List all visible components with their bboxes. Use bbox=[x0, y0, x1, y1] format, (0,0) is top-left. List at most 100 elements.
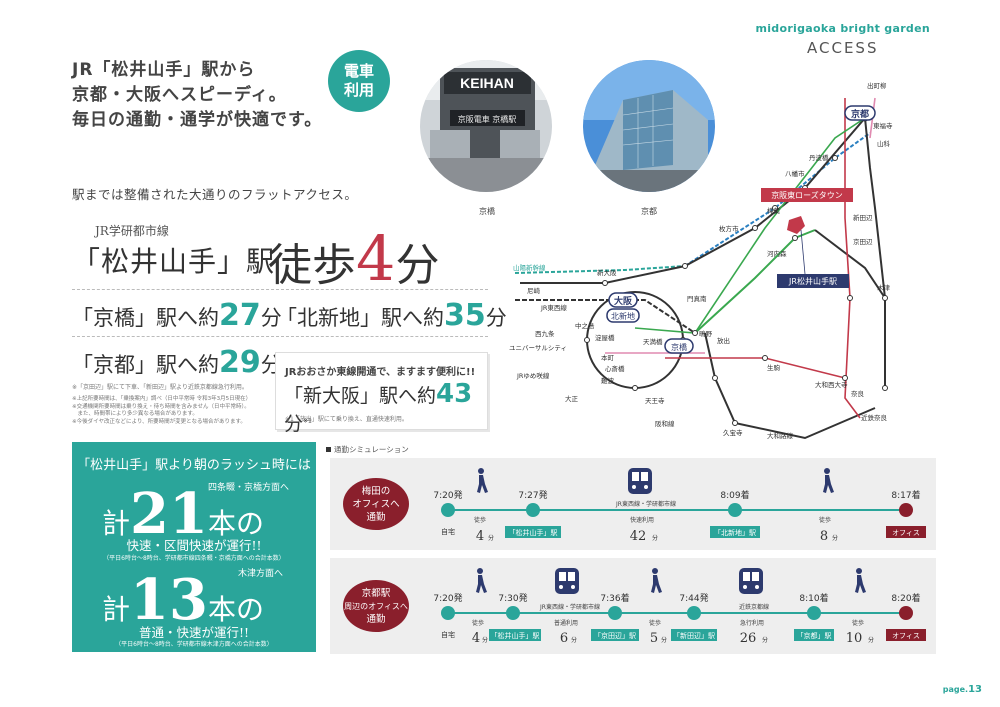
map-line-gakken bbox=[694, 229, 816, 334]
seg-prefix: 徒歩 bbox=[819, 516, 831, 524]
time-kitashinchi-unit: 分 bbox=[485, 306, 507, 330]
map-station: 久宝寺 bbox=[723, 428, 743, 437]
station-main: 「松井山手」駅 bbox=[72, 245, 276, 278]
route-kyoto: 京都駅 周辺のオフィスへ 通勤 JR東西線・学研都市線 近鉄京都線 7:20発 … bbox=[330, 558, 936, 654]
stop-label: 自宅 bbox=[441, 630, 455, 639]
time-label: 7:30発 bbox=[498, 592, 527, 604]
timeline-node bbox=[608, 606, 622, 620]
site-station-pointer bbox=[800, 229, 806, 275]
kyobashi-sign: 京阪電車 京橋駅 bbox=[458, 114, 517, 124]
divider-2 bbox=[72, 336, 488, 337]
simulation-title: 通勤シミュレーション bbox=[326, 444, 409, 455]
map-line-keihan bbox=[634, 117, 866, 334]
stop-label-bg bbox=[886, 526, 926, 538]
route-umeda-train-line: JR東西線・学研都市線 bbox=[615, 500, 676, 508]
map-station: 山陽新幹線 bbox=[513, 263, 546, 272]
line-name: JR学研都市線 bbox=[95, 224, 169, 238]
route-kyoto-train-line-1: JR東西線・学研都市線 bbox=[539, 603, 600, 611]
map-station: 淀屋橋 bbox=[595, 333, 615, 342]
site-station-label-bg bbox=[777, 274, 849, 288]
brand-name: midorigaoka bright garden bbox=[755, 22, 930, 35]
map-line-tokaido bbox=[520, 117, 866, 284]
time-label: 7:36着 bbox=[600, 592, 629, 604]
panel-a-direction: 四条畷・京橋方面へ bbox=[208, 483, 290, 493]
time-label: 8:09着 bbox=[720, 489, 749, 501]
seg-minutes: 4 bbox=[472, 631, 480, 646]
stop-label-bg bbox=[710, 526, 760, 538]
time-label: 7:27発 bbox=[518, 489, 547, 501]
seg-unit: 分 bbox=[661, 636, 667, 644]
seg-unit: 分 bbox=[832, 534, 838, 542]
brand-block: midorigaoka bright garden ACCESS bbox=[755, 22, 930, 57]
route-umeda-label-bg bbox=[343, 478, 409, 530]
stop-label-bg bbox=[489, 629, 541, 641]
seg-prefix: 急行利用 bbox=[740, 619, 764, 627]
kyoto-caption: 京都 bbox=[641, 207, 657, 216]
map-station: 京田辺 bbox=[853, 237, 873, 246]
map-station: 河内森 bbox=[767, 249, 787, 258]
map-kyoto-badge bbox=[844, 105, 876, 121]
map-kitashinchi-badge bbox=[606, 308, 640, 323]
map-station: 生駒 bbox=[767, 363, 781, 372]
shin-osaka-box: JRおおさか東線開通で、ますます便利に!! 「新大阪」駅へ約43分※1 ※1「放… bbox=[275, 352, 488, 435]
notes: ※上記所要時間は、「乗換案内」調べ（日中平常時 令和3年3月5日現在） ※交通機… bbox=[72, 396, 251, 426]
stop-label: オフィス bbox=[892, 529, 920, 537]
seg-minutes: 4 bbox=[476, 529, 484, 544]
stop-label: 「京都」駅 bbox=[797, 631, 832, 640]
route-kyoto-diagram: 京都駅 周辺のオフィスへ 通勤 JR東西線・学研都市線 近鉄京都線 7:20発 … bbox=[343, 568, 926, 646]
map-kyobashi-label: 京橋 bbox=[671, 342, 687, 352]
site-label: 京阪東ローズタウン bbox=[771, 190, 843, 200]
panel-b-body: 普通・快速が運行!! bbox=[138, 625, 250, 640]
stop-label-bg bbox=[505, 526, 561, 538]
map-station: 奈良 bbox=[851, 389, 865, 398]
panel-b-hon: 本の bbox=[207, 593, 264, 626]
panel-a-num: 21 bbox=[130, 481, 208, 547]
walker-icon bbox=[476, 568, 487, 593]
map-station: 阪和線 bbox=[655, 419, 675, 428]
timeline-node bbox=[687, 606, 701, 620]
timeline-node bbox=[899, 606, 913, 620]
seg-minutes: 8 bbox=[820, 529, 828, 544]
panel-b-kei: 計 bbox=[102, 593, 131, 626]
time-kyoto-num: 29 bbox=[219, 345, 261, 380]
seg-minutes: 26 bbox=[740, 631, 757, 646]
headline-line-3: 毎日の通勤・通学が快適です。 bbox=[72, 110, 323, 130]
seg-minutes: 6 bbox=[560, 631, 568, 646]
route-umeda-label-1: 梅田の bbox=[362, 485, 391, 497]
map-line-jr-tozai bbox=[515, 299, 696, 334]
note-3: また、時間帯により多少異なる場合があります。 bbox=[72, 411, 198, 417]
walker-icon bbox=[477, 468, 488, 493]
time-kyoto: 「京都」駅へ約29分 bbox=[72, 345, 282, 380]
map-station: 樟葉 bbox=[767, 206, 781, 215]
panel-head: 「松井山手」駅より朝のラッシュ時には bbox=[77, 458, 311, 473]
walk-prefix: 徒歩 bbox=[268, 240, 356, 291]
map-station: 大和西大寺 bbox=[815, 380, 848, 389]
route-kyoto-train-line-2: 近鉄京都線 bbox=[739, 603, 769, 611]
section-title: ACCESS bbox=[807, 39, 879, 57]
map-station: 尼崎 bbox=[527, 286, 541, 295]
site-area-shape bbox=[787, 216, 805, 234]
seg-prefix: 普通利用 bbox=[554, 619, 578, 627]
map-station: 大和路線 bbox=[767, 431, 794, 440]
page-prefix: page. bbox=[942, 685, 969, 694]
route-kyoto-label-2: 周辺のオフィスへ bbox=[344, 602, 408, 611]
timeline-node bbox=[899, 503, 913, 517]
timeline-node bbox=[807, 606, 821, 620]
stop-label-bg bbox=[886, 629, 926, 641]
route-umeda-label-3: 通勤 bbox=[366, 511, 385, 523]
route-umeda-diagram: 梅田の オフィスへ 通勤 JR東西線・学研都市線 7:20発 7:27発 8:0… bbox=[343, 468, 926, 544]
map-station: 大正 bbox=[565, 394, 579, 403]
route-umeda-label-2: オフィスへ bbox=[352, 499, 400, 510]
headline: JR「松井山手」駅から 京都・大阪へスピーディ。 毎日の通勤・通学が快適です。 bbox=[72, 58, 322, 133]
map-kyoto-label: 京都 bbox=[851, 108, 869, 120]
map-kitashinchi-label: 北新地 bbox=[611, 311, 635, 321]
divider-1 bbox=[72, 289, 488, 290]
route-umeda: 梅田の オフィスへ 通勤 JR東西線・学研都市線 7:20発 7:27発 8:0… bbox=[330, 458, 936, 550]
badge-line-1: 電車 bbox=[343, 62, 374, 80]
map-station: 八幡市 bbox=[785, 169, 805, 178]
walker-icon bbox=[855, 568, 866, 593]
time-label: 8:17着 bbox=[891, 489, 920, 501]
train-icon bbox=[739, 568, 763, 594]
